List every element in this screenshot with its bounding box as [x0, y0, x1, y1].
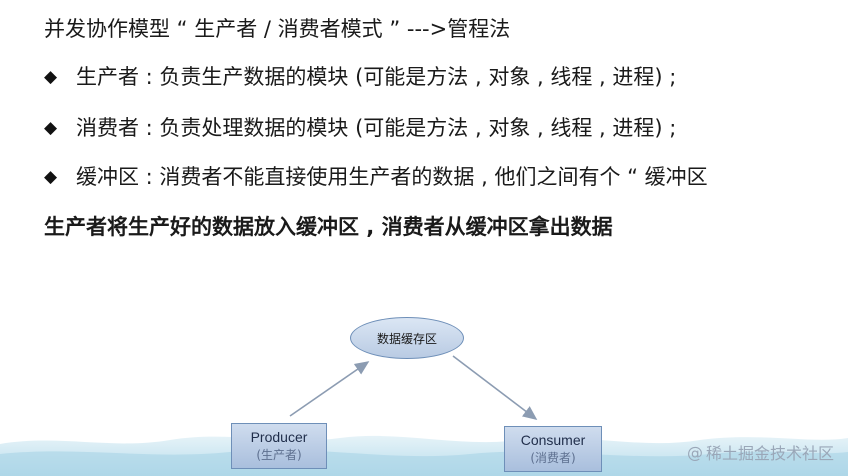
consumer-node: Consumer (消费者) — [504, 426, 602, 472]
watermark: @ 稀土掘金技术社区 — [687, 440, 834, 464]
bullet-text: 消费者 : 负责处理数据的模块 (可能是方法 , 对象 , 线程 , 进程) ; — [76, 116, 677, 140]
producer-label: Producer — [250, 429, 308, 445]
bullet-text: 生产者 : 负责生产数据的模块 (可能是方法 , 对象 , 线程 , 进程) ; — [76, 65, 677, 89]
slide-title: 并发协作模型 “ 生产者 / 消费者模式 ” --->管程法 — [44, 17, 511, 41]
diamond-bullet-icon: ◆ — [44, 67, 58, 87]
buffer-label: 数据缓存区 — [376, 331, 437, 346]
arrow-producer-to-buffer — [289, 361, 370, 417]
producer-node: Producer (生产者) — [231, 423, 327, 469]
consumer-label: Consumer — [520, 432, 586, 448]
bullet-producer: ◆ 生产者 : 负责生产数据的模块 (可能是方法 , 对象 , 线程 , 进程)… — [44, 62, 676, 92]
decorative-ground-band — [0, 435, 848, 476]
diamond-bullet-icon: ◆ — [44, 118, 58, 138]
producer-consumer-diagram: 数据缓存区 Producer (生产者) Consumer (消费者) — [0, 300, 848, 476]
diamond-bullet-icon: ◆ — [44, 167, 58, 187]
consumer-sublabel: (消费者) — [530, 451, 576, 465]
buffer-node: 数据缓存区 — [350, 317, 464, 359]
flow-arrows — [289, 355, 538, 420]
producer-sublabel: (生产者) — [256, 448, 302, 462]
summary-line: 生产者将生产好的数据放入缓冲区 , 消费者从缓冲区拿出数据 — [44, 215, 613, 239]
bullet-text: 缓冲区 : 消费者不能直接使用生产者的数据 , 他们之间有个 “ 缓冲区 — [76, 165, 708, 189]
arrow-buffer-to-consumer — [452, 355, 538, 420]
watermark-text: 稀土掘金技术社区 — [705, 444, 834, 463]
bullet-buffer: ◆ 缓冲区 : 消费者不能直接使用生产者的数据 , 他们之间有个 “ 缓冲区 — [44, 162, 708, 192]
at-icon: @ — [686, 442, 703, 462]
bullet-consumer: ◆ 消费者 : 负责处理数据的模块 (可能是方法 , 对象 , 线程 , 进程)… — [44, 113, 676, 143]
